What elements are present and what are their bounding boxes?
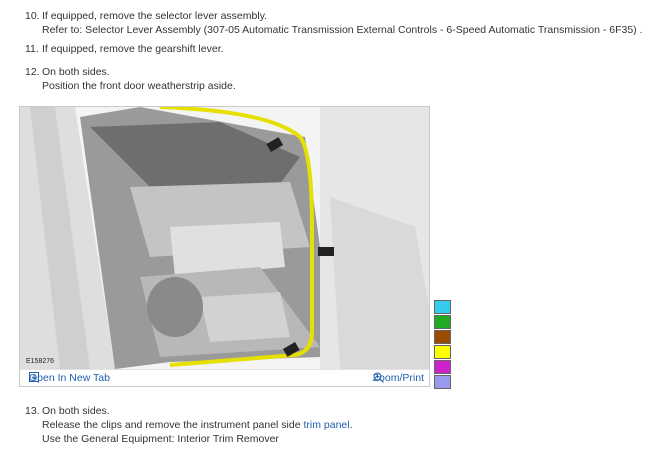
open-in-new-tab-icon <box>29 372 39 382</box>
step-13: 13.On both sides. Release the clips and … <box>25 404 353 446</box>
figure-id-label: E158276 <box>26 358 55 365</box>
color-swatch <box>434 345 451 359</box>
step-number: 12. <box>25 66 40 78</box>
zoom-print-button[interactable]: Zoom/Print <box>373 372 424 384</box>
trim-panel-link[interactable]: trim panel <box>303 419 350 431</box>
step-tool-note: Use the General Equipment: Interior Trim… <box>42 433 279 445</box>
step-instruction: Position the front door weatherstrip asi… <box>42 80 236 92</box>
color-swatch <box>434 330 451 344</box>
magnifier-plus-icon <box>373 372 384 383</box>
step-reference: Refer to: Selector Lever Assembly (307-0… <box>42 24 643 36</box>
step-11: 11.If equipped, remove the gearshift lev… <box>25 42 224 56</box>
step-12: 12.On both sides. Position the front doo… <box>25 65 236 93</box>
step-text: If equipped, remove the selector lever a… <box>42 10 268 22</box>
color-swatch <box>434 300 451 314</box>
color-swatch <box>434 315 451 329</box>
step-number: 11. <box>25 43 39 55</box>
color-legend-swatches <box>434 300 451 390</box>
step-text: On both sides. <box>42 66 110 78</box>
step-instruction-end: . <box>349 419 353 431</box>
door-weatherstrip-illustration <box>20 107 429 369</box>
color-swatch <box>434 375 451 389</box>
illustration-figure: E158276 Open In New Tab Zoom/Print <box>19 106 430 387</box>
step-text: On both sides. <box>42 405 110 417</box>
color-swatch <box>434 360 451 374</box>
open-in-new-tab-label: Open In New Tab <box>29 372 110 384</box>
figure-toolbar: Open In New Tab Zoom/Print <box>20 369 429 386</box>
step-10: 10.If equipped, remove the selector leve… <box>25 9 643 37</box>
step-instruction: Release the clips and remove the instrum… <box>25 418 353 432</box>
zoom-print-label: Zoom/Print <box>372 372 424 384</box>
step-text: If equipped, remove the gearshift lever. <box>42 43 224 55</box>
step-number: 10. <box>25 10 40 22</box>
step-instruction-text: Release the clips and remove the instrum… <box>42 419 304 431</box>
step-number: 13. <box>25 405 40 417</box>
open-in-new-tab-button[interactable]: Open In New Tab <box>29 372 110 384</box>
